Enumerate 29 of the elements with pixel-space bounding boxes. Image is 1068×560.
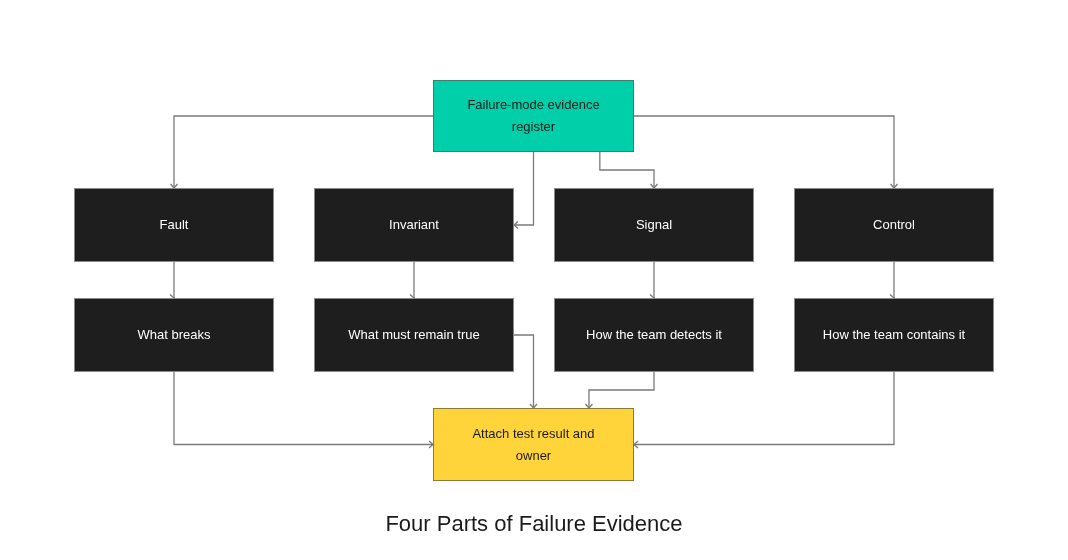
process-box — [314, 298, 514, 372]
process-box — [554, 298, 754, 372]
box-label: How the team contains it — [822, 326, 966, 344]
process-box — [74, 188, 274, 262]
arrow — [173, 371, 434, 449]
box-label: Invariant — [389, 216, 439, 234]
box-label: What breaks — [137, 326, 211, 344]
arrow — [513, 151, 535, 230]
arrow — [633, 371, 895, 449]
diagram-caption: Four Parts of Failure Evidence — [385, 510, 683, 538]
process-box — [433, 408, 634, 481]
box-label: Control — [873, 216, 915, 234]
process-box — [433, 80, 634, 152]
box-label: Attach test result and owner — [471, 424, 596, 465]
arrow — [599, 151, 659, 189]
arrow — [513, 334, 538, 409]
process-box — [794, 188, 994, 262]
process-box — [314, 188, 514, 262]
arrow — [584, 371, 655, 409]
process-box — [554, 188, 754, 262]
box-label: Failure-mode evidence register — [466, 96, 601, 136]
process-box — [74, 298, 274, 372]
box-label: How the team detects it — [586, 326, 722, 344]
box-label: What must remain true — [348, 326, 480, 344]
arrow — [633, 115, 899, 189]
arrow — [169, 115, 434, 189]
box-label: Fault — [159, 216, 189, 234]
process-box — [794, 298, 994, 372]
box-label: Signal — [635, 216, 673, 234]
